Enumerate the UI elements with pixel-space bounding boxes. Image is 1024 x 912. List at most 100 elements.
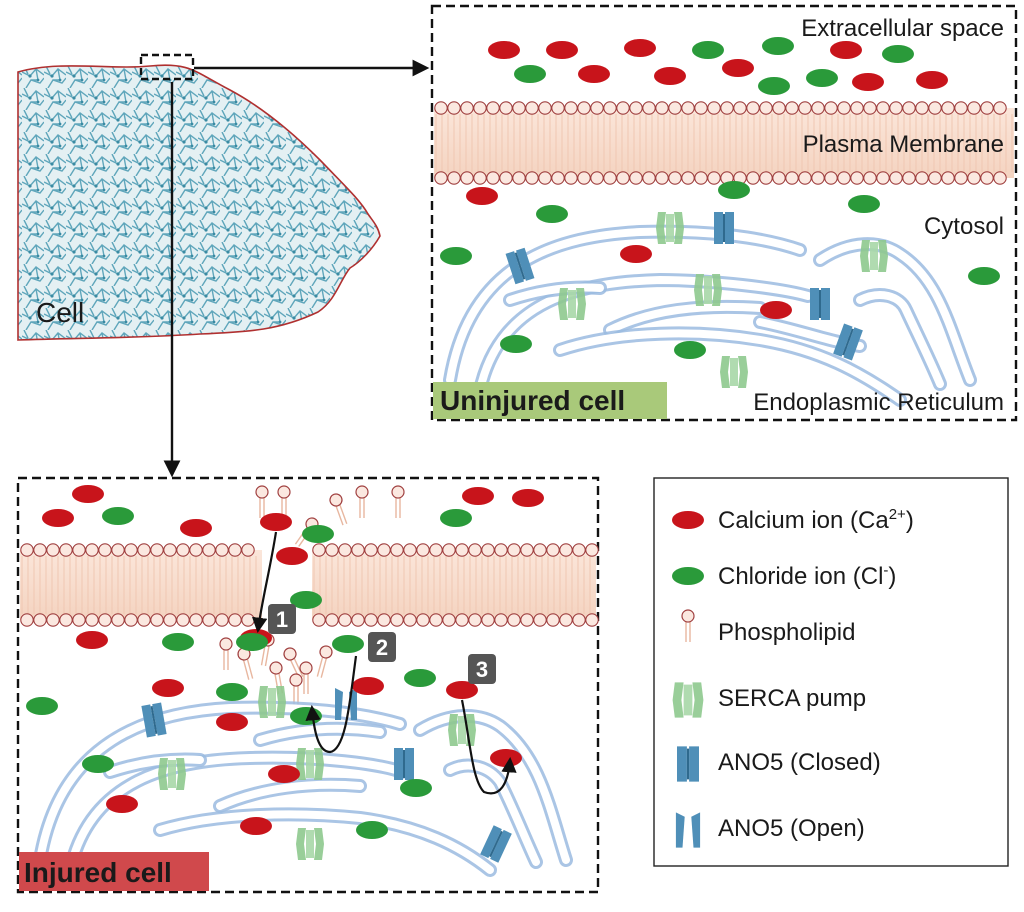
phospholipid-head [655, 171, 669, 185]
phospholipid-head [150, 543, 164, 557]
phospholipid-head [228, 613, 242, 627]
phospholipid-head [993, 101, 1007, 115]
phospholipid-head [551, 171, 565, 185]
phospholipid-head [499, 101, 513, 115]
cell-label: Cell [36, 297, 84, 328]
phospholipid-head [473, 101, 487, 115]
calcium-ion [152, 679, 184, 697]
chloride-ion [440, 247, 472, 265]
calcium-ion [76, 631, 108, 649]
phospholipid [316, 645, 333, 678]
phospholipid-head [954, 171, 968, 185]
phospholipid-head [520, 613, 534, 627]
phospholipid-head [486, 101, 500, 115]
phospholipid-head [499, 171, 513, 185]
phospholipid-head [325, 613, 339, 627]
phospholipid-head [811, 171, 825, 185]
phospholipid-head [863, 171, 877, 185]
phospholipid-head [325, 543, 339, 557]
flux-arrow-3 [460, 699, 517, 795]
phospholipid-head [124, 543, 138, 557]
chloride-ion [536, 205, 568, 223]
phospholipid-head [377, 543, 391, 557]
injured-label: Injured cell [24, 857, 172, 888]
phospholipid-head [559, 613, 573, 627]
phospholipid-head [442, 543, 456, 557]
phospholipid-head [137, 543, 151, 557]
phospholipid-head [785, 171, 799, 185]
phospholipid-head [915, 101, 929, 115]
plasma-membrane-label: Plasma Membrane [803, 131, 1004, 158]
plasma-membrane-disrupted [20, 485, 599, 706]
chloride-ion [968, 267, 1000, 285]
ano5-closed [714, 212, 734, 244]
phospholipid-head [577, 101, 591, 115]
phospholipid-head [837, 171, 851, 185]
chloride-ion [290, 707, 322, 725]
legend-serca: SERCA pump [718, 685, 866, 712]
cell-illustration: Cell [17, 53, 430, 478]
chloride-ion [102, 507, 134, 525]
chloride-ion [400, 779, 432, 797]
phospholipid-head [837, 101, 851, 115]
extracellular-space-label: Extracellular space [801, 15, 1004, 42]
chloride-ion [500, 335, 532, 353]
legend-chloride: Chloride ion (Cl-) [718, 562, 896, 590]
phospholipid-head [681, 171, 695, 185]
calcium-ion [546, 41, 578, 59]
phospholipid-head [468, 613, 482, 627]
phospholipid-head [494, 543, 508, 557]
phospholipid-head [447, 101, 461, 115]
phospholipid-head [176, 543, 190, 557]
ano5-closed [677, 746, 699, 782]
phospholipid-head [642, 101, 656, 115]
phospholipid-head [572, 543, 586, 557]
phospholipid-head [564, 171, 578, 185]
injured-tag [19, 852, 209, 891]
phospholipid-head [759, 171, 773, 185]
phospholipid [289, 673, 303, 706]
lipid-bilayer [312, 550, 596, 620]
phospholipid-head [215, 613, 229, 627]
serca-pump [694, 274, 722, 306]
calcium-ion [72, 485, 104, 503]
phospholipid-head [33, 543, 47, 557]
phospholipid-head [629, 171, 643, 185]
phospholipid-head [928, 171, 942, 185]
calcium-ion [512, 489, 544, 507]
phospholipid-head [629, 101, 643, 115]
phospholipid-head [915, 171, 929, 185]
phospholipid-head [559, 543, 573, 557]
phospholipid-head [538, 171, 552, 185]
calcium-ion [446, 681, 478, 699]
phospholipid-head [351, 613, 365, 627]
phospholipid-head [590, 101, 604, 115]
calcium-ion [672, 511, 704, 529]
phospholipid-head [98, 613, 112, 627]
phospholipid-head [928, 101, 942, 115]
chloride-ion [762, 37, 794, 55]
phospholipid-head [863, 101, 877, 115]
chloride-ion [848, 195, 880, 213]
calcium-ion [490, 749, 522, 767]
endoplasmic-reticulum [443, 212, 977, 407]
phospholipid-head [416, 613, 430, 627]
phospholipid-head [312, 613, 326, 627]
phospholipid-head [377, 613, 391, 627]
calcium-ion [830, 41, 862, 59]
phospholipid [283, 647, 304, 679]
phospholipid-head [429, 613, 443, 627]
serca-pump [448, 714, 476, 746]
phospholipid-head [228, 543, 242, 557]
serca-pump [158, 758, 186, 790]
phospholipid-head [642, 171, 656, 185]
calcium-ion [916, 71, 948, 89]
endoplasmic-reticulum [33, 686, 573, 877]
step-number: 3 [476, 657, 488, 682]
phospholipid-head [533, 543, 547, 557]
phospholipid-head [850, 171, 864, 185]
uninjured-tag [433, 382, 667, 419]
chloride-ion [356, 821, 388, 839]
uninjured-cell-panel: Extracellular space Plasma Membrane Cyto… [430, 4, 1018, 422]
chloride-ion [302, 525, 334, 543]
